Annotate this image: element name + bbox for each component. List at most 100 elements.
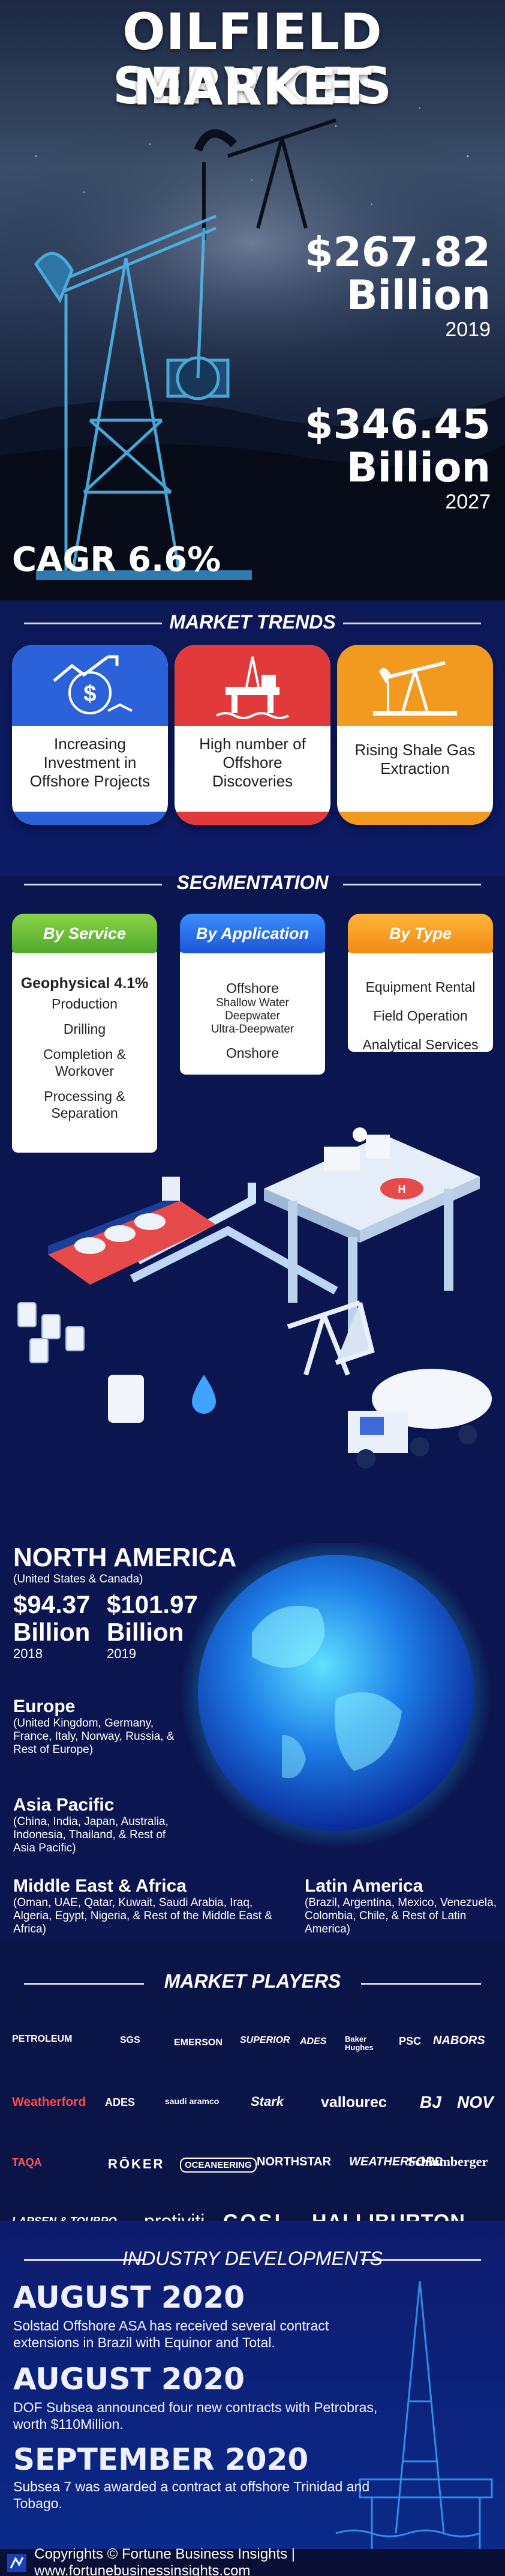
logo-petroleum: PETROLEUM (12, 2034, 73, 2044)
logo-schlumberger: Schlumberger (408, 2154, 488, 2169)
logo-weatherford-alt: WEATHERFORD (349, 2155, 443, 2168)
segment-card-service: Geophysical 4.1% Production Drilling Com… (12, 949, 157, 1153)
svg-text:H: H (398, 1183, 406, 1195)
na-value-2019: $101.97 Billion 2019 (107, 1591, 227, 1662)
fuel-can-icon (108, 1375, 144, 1423)
cagr-label: CAGR 6.6% (12, 540, 221, 579)
tanker-truck-icon (348, 1369, 492, 1468)
regions-section: NORTH AMERICA (United States & Canada) $… (0, 1543, 505, 1975)
footer: Copyrights © Fortune Business Insights |… (0, 2546, 505, 2576)
segment-subitem: Ultra-Deepwater (211, 1023, 294, 1036)
logo-emerson: EMERSON (174, 2038, 223, 2048)
segment-item: Production (52, 996, 118, 1012)
logo-nov: NOV (457, 2093, 494, 2111)
logo-stark: Stark (251, 2094, 284, 2109)
globe-icon (180, 1543, 492, 1849)
region-countries: (China, India, Japan, Australia, Indones… (13, 1815, 169, 1854)
stat-value: $267.82 (305, 229, 491, 276)
tab-by-service[interactable]: By Service (12, 914, 157, 953)
divider (24, 884, 162, 885)
logo-bj: BJ (420, 2093, 441, 2111)
development-text: DOF Subsea announced four new contracts … (13, 2400, 378, 2432)
divider (361, 1983, 481, 1985)
region-countries: (Brazil, Argentina, Mexico, Venezuela, C… (305, 1896, 497, 1935)
pumpjack-illustration (0, 107, 505, 600)
divider (24, 623, 162, 624)
trend-card-footer (175, 812, 330, 825)
divider (24, 2259, 144, 2261)
trend-label: High number of Offshore Discoveries (199, 735, 306, 790)
region-name: Europe (13, 1697, 76, 1716)
logo-vallourec: vallourec (321, 2094, 387, 2111)
logo-saudi-aramco: saudi aramco (165, 2096, 220, 2106)
tab-by-type[interactable]: By Type (348, 914, 493, 953)
segment-item: Geophysical 4.1% (20, 975, 149, 992)
region-name: Middle East & Africa (13, 1876, 187, 1896)
na-value-2018: $94.37 Billion 2018 (13, 1591, 115, 1662)
fortune-logo-icon (7, 2553, 26, 2572)
stat-year: 2019 (107, 1646, 136, 1661)
stat-unit: Billion (13, 1618, 91, 1646)
pumpjack-icon (373, 661, 457, 716)
trend-card-header: $ (12, 645, 168, 726)
region-north-america: NORTH AMERICA (United States & Canada) $… (13, 1543, 237, 1661)
logo-roker: RŌKER (108, 2156, 165, 2171)
segment-card-application: Offshore Shallow Water Deepwater Ultra-D… (180, 949, 325, 1075)
stat-value: $346.45 (305, 401, 491, 448)
divider (343, 884, 481, 885)
logo-ades: ADES (105, 2096, 136, 2108)
development-date: AUGUST 2020 (13, 2362, 245, 2397)
stat-year: 2018 (13, 1646, 43, 1661)
development-text: Solstad Offshore ASA has received severa… (13, 2318, 329, 2350)
development-text: Subsea 7 was awarded a contract at offsh… (13, 2479, 370, 2511)
trend-card-investment: $ Increasing Investment in Offshore Proj… (12, 645, 168, 825)
trend-card-footer (12, 812, 168, 825)
trends-heading: MARKET TRENDS (169, 611, 336, 633)
players-section: MARKET PLAYERS PETROLEUM SGS EMERSON SUP… (0, 1939, 505, 2251)
page-title-line2: MARKET (133, 58, 372, 116)
region-name: NORTH AMERICA (13, 1543, 237, 1572)
trend-label: Increasing Investment in Offshore Projec… (29, 735, 151, 790)
segment-item: Offshore (226, 980, 279, 996)
market-value-2027: $346.45 Billion 2027 (305, 403, 491, 514)
trend-card-shale: Rising Shale Gas Extraction (337, 645, 493, 825)
logo-ades: ADES (300, 2036, 327, 2047)
segment-item: Completion & Workover (43, 1046, 127, 1079)
region-countries: (Oman, UAE, Qatar, Kuwait, Saudi Arabia,… (13, 1896, 272, 1935)
stat-unit: Billion (346, 272, 491, 319)
stat-unit: Billion (346, 444, 491, 492)
region-name: Latin America (305, 1876, 423, 1896)
oilfield-illustration: H (17, 1127, 492, 1468)
segment-subitem: Shallow Water (216, 997, 289, 1009)
divider (24, 1983, 144, 1985)
segment-item: Drilling (63, 1021, 106, 1037)
segment-item: Processing & Separation (44, 1088, 125, 1121)
tab-by-application[interactable]: By Application (180, 914, 325, 953)
market-value-2019: $267.82 Billion 2019 (305, 231, 491, 342)
developments-heading: INDUSTRY DEVELOPMENTS (122, 2248, 383, 2269)
oil-barrels-icon (17, 1302, 85, 1363)
hero-section: OILFIELD SERVICES MARKET $267.82 Billion… (0, 0, 505, 600)
divider (343, 623, 481, 624)
trend-card-footer (337, 812, 493, 825)
logo-nabors: NABORS (433, 2034, 485, 2047)
segment-item: Equipment Rental (365, 979, 476, 995)
logo-oceaneering: OCEANEERING (180, 2158, 257, 2173)
logo-psc: PSC (399, 2035, 422, 2047)
segment-subitem: Deepwater (225, 1010, 280, 1022)
trend-card-header (175, 645, 330, 726)
region-countries: (United Kingdom, Germany, France, Italy,… (13, 1717, 175, 1756)
tanker-ship-icon (48, 1177, 216, 1285)
segment-item: Onshore (226, 1045, 279, 1061)
investment-icon: $ (53, 655, 133, 714)
development-date: SEPTEMBER 2020 (13, 2442, 309, 2477)
svg-text:$: $ (83, 681, 96, 707)
stat-value: $94.37 (13, 1590, 91, 1618)
region-name: Asia Pacific (13, 1795, 115, 1815)
logo-weatherford: Weatherford (12, 2095, 86, 2109)
logo-baker-hughes: Baker Hughes (345, 2035, 374, 2052)
logo-northstar: NORTHSTAR (257, 2155, 332, 2168)
stat-year: 2019 (445, 318, 491, 341)
segment-card-type: Equipment Rental Field Operation Analyti… (348, 949, 493, 1052)
logo-superior: SUPERIOR (240, 2035, 290, 2045)
